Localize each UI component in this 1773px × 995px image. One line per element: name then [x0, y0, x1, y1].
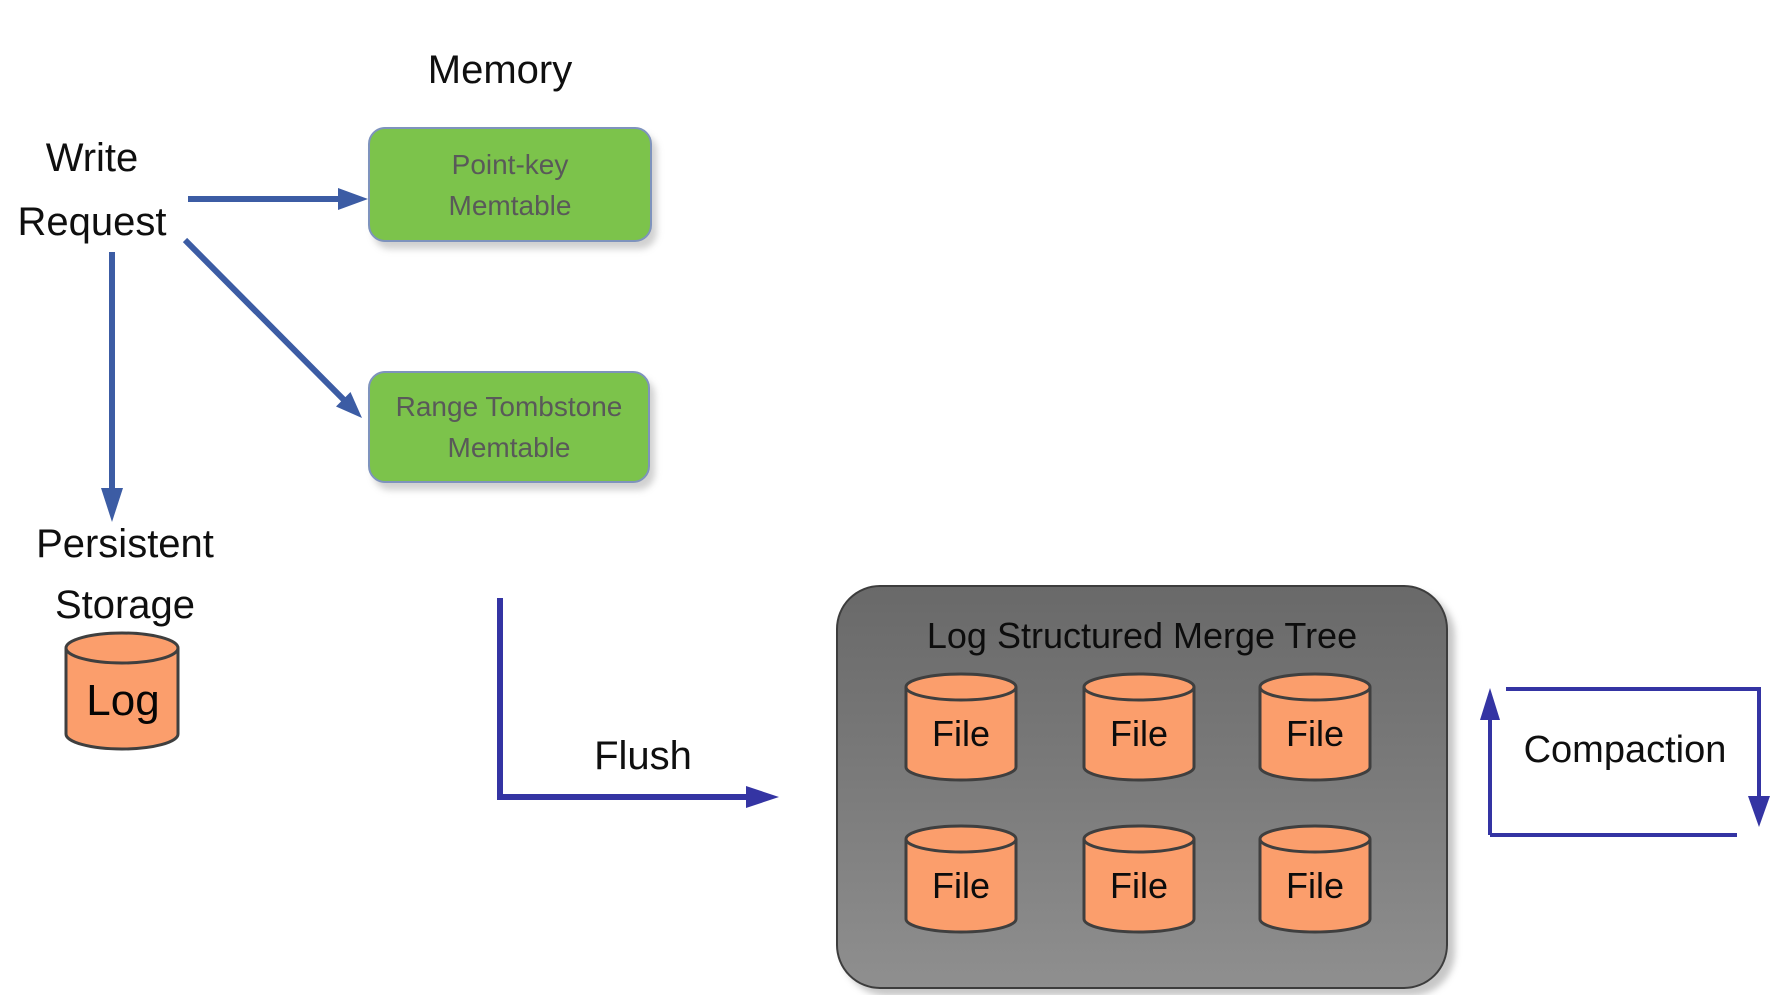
cylinder-top [1082, 824, 1196, 854]
pointkey-memtable-box: Point-key Memtable [368, 127, 652, 242]
write-request-label: Write Request [2, 126, 182, 254]
file-cylinder-4: File [904, 824, 1018, 936]
pointkey-memtable-line1: Point-key [451, 148, 569, 180]
compaction-label: Compaction [1523, 729, 1727, 771]
cylinder-top [904, 824, 1018, 854]
cylinder-top [1258, 824, 1372, 854]
file-label: File [1285, 865, 1344, 906]
log-cylinder: Log [64, 631, 182, 753]
file-cylinder-shape [904, 824, 1018, 934]
file-cylinder-shape [1082, 672, 1196, 782]
pointkey-memtable-line2: Memtable [448, 189, 572, 221]
rangetombstone-memtable-box: Range Tombstone Memtable [368, 371, 650, 483]
cylinder-body [64, 648, 180, 751]
file-cylinder-shape [1258, 824, 1372, 934]
file-cylinder-5: File [1082, 824, 1196, 936]
file-label: File [1109, 865, 1168, 906]
rangetombstone-memtable-line2: Memtable [447, 432, 571, 463]
file-cylinder-1: File [904, 672, 1018, 784]
persistent-storage-line1: Persistent [36, 522, 214, 566]
file-cylinder-6: File [1258, 824, 1372, 936]
cylinder-top [1082, 672, 1196, 702]
lsm-tree-box: Log Structured Merge Tree File File File [836, 585, 1448, 989]
file-label: File [931, 865, 990, 906]
flush-label: Flush [594, 734, 692, 778]
file-label: File [1285, 713, 1344, 754]
arrow-write-to-persistent-storage [101, 252, 123, 522]
arrow-write-to-rangetombstone [182, 237, 362, 418]
write-request-line1: Write [45, 136, 139, 180]
file-cylinder-shape [1082, 824, 1196, 934]
cylinder-body [1258, 687, 1372, 782]
file-cylinder-3: File [1258, 672, 1372, 784]
write-request-line2: Request [17, 200, 167, 244]
rangetombstone-memtable-line1: Range Tombstone [395, 391, 623, 422]
cylinder-top [1258, 672, 1372, 702]
cylinder-body [1082, 839, 1196, 934]
cylinder-top [64, 631, 180, 665]
log-cylinder-label: Log [86, 676, 160, 725]
persistent-storage-label: Persistent Storage [10, 514, 240, 636]
cylinder-body [1082, 687, 1196, 782]
memory-label: Memory [427, 48, 573, 92]
file-cylinder-2: File [1082, 672, 1196, 784]
file-label: File [1109, 713, 1168, 754]
cylinder-body [904, 687, 1018, 782]
arrow-write-to-pointkey [188, 188, 368, 210]
cylinder-top [904, 672, 1018, 702]
lsm-tree-title: Log Structured Merge Tree [926, 615, 1358, 656]
file-cylinder-shape [904, 672, 1018, 782]
cylinder-body [904, 839, 1018, 934]
cylinder-body [1258, 839, 1372, 934]
log-cylinder-shape [64, 631, 180, 751]
file-label: File [931, 713, 990, 754]
file-cylinder-shape [1258, 672, 1372, 782]
persistent-storage-line2: Storage [54, 583, 196, 627]
